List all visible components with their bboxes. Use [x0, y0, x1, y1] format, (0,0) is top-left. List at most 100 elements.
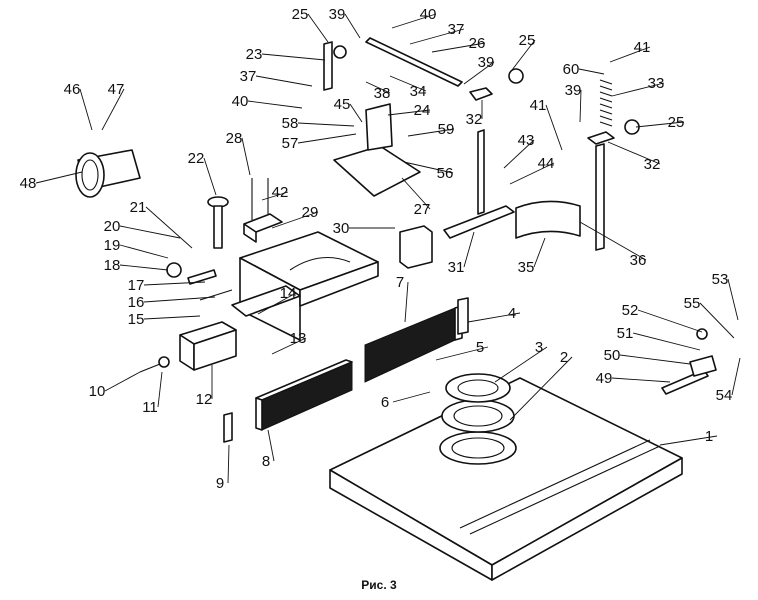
part-dust-hood: [75, 149, 141, 198]
callout-47: 47: [101, 81, 125, 131]
callout-51: 51: [617, 325, 701, 351]
callout-number: 45: [334, 96, 351, 113]
leader-line: [467, 312, 521, 323]
callout-number: 7: [396, 274, 404, 291]
leader-line: [511, 39, 536, 71]
part-carriage: [231, 231, 379, 341]
callout-23: 23: [246, 46, 326, 63]
callout-number: 11: [142, 399, 158, 416]
callout-number: 18: [104, 257, 121, 274]
leader-line: [119, 244, 169, 259]
callout-49: 49: [596, 370, 671, 387]
leader-line: [261, 191, 289, 201]
callout-32: 32: [466, 100, 483, 128]
callout-18: 18: [104, 257, 169, 274]
callout-number: 32: [644, 156, 661, 173]
part-pin: [223, 412, 233, 443]
callout-54: 54: [716, 357, 741, 404]
callout-number: 51: [617, 325, 634, 342]
callout-number: 59: [438, 121, 455, 138]
callout-number: 2: [560, 349, 568, 366]
leader-line: [579, 89, 582, 123]
callout-20: 20: [104, 218, 181, 239]
callout-number: 55: [684, 295, 701, 312]
callout-22: 22: [188, 150, 217, 196]
leader-line: [731, 357, 741, 396]
callout-number: 17: [128, 277, 145, 294]
leader-line: [203, 157, 217, 196]
callout-3: 3: [494, 339, 548, 383]
callout-11: 11: [142, 371, 163, 416]
callout-10: 10: [89, 371, 141, 400]
callout-number: 49: [596, 370, 613, 387]
leader-line: [407, 128, 455, 137]
part-upper-guard: [333, 103, 421, 197]
leader-line: [401, 177, 431, 210]
part-table-plate: [329, 377, 683, 581]
callout-58: 58: [282, 115, 355, 132]
callout-56: 56: [403, 161, 453, 182]
callout-number: 25: [292, 6, 309, 23]
leader-line: [365, 81, 391, 94]
leader-line: [463, 61, 495, 85]
leader-line: [119, 225, 181, 239]
callout-number: 9: [216, 475, 224, 492]
leader-line: [143, 281, 206, 286]
callout-number: 40: [420, 6, 437, 23]
leader-line: [619, 354, 691, 365]
callout-number: 27: [414, 201, 431, 218]
callout-60: 60: [563, 61, 605, 78]
figure-caption: Рис. 3: [361, 578, 397, 592]
callout-number: 57: [282, 135, 299, 152]
part-bar: [365, 37, 463, 87]
leader-line: [494, 346, 548, 383]
leader-line: [435, 346, 489, 361]
callout-33: 33: [611, 75, 664, 97]
part-clamp-block: [179, 321, 237, 371]
leader-line: [267, 429, 275, 462]
callout-number: 35: [518, 259, 535, 276]
leader-line: [391, 13, 437, 29]
leader-line: [344, 13, 361, 39]
callout-number: 38: [374, 85, 391, 102]
callout-number: 48: [20, 175, 37, 192]
callout-40: 40: [232, 93, 303, 110]
callout-14: 14: [257, 285, 296, 315]
leader-line: [509, 356, 573, 421]
callout-42: 42: [261, 184, 289, 201]
callout-45: 45: [334, 96, 363, 123]
leader-line: [637, 309, 703, 333]
leader-line: [261, 53, 326, 61]
leader-line: [349, 103, 363, 123]
leader-line: [119, 264, 169, 271]
callout-number: 25: [519, 32, 536, 49]
callout-number: 31: [448, 259, 465, 276]
leader-line: [307, 13, 329, 43]
part-fence-right: [364, 297, 469, 383]
callout-21: 21: [130, 199, 193, 249]
callout-number: 41: [530, 97, 547, 114]
leader-line: [635, 121, 685, 128]
callout-43: 43: [503, 132, 534, 169]
leader-line: [579, 221, 647, 261]
callout-number: 12: [196, 391, 213, 408]
callout-number: 19: [104, 237, 121, 254]
callout-number: 36: [630, 252, 647, 269]
callout-number: 22: [188, 150, 205, 167]
callout-38: 38: [365, 81, 391, 102]
leader-line: [79, 88, 93, 131]
callout-59: 59: [407, 121, 455, 138]
leader-line: [699, 302, 735, 339]
callout-17: 17: [128, 277, 206, 294]
callout-26: 26: [431, 35, 486, 53]
callout-50: 50: [604, 347, 691, 365]
callout-52: 52: [622, 302, 703, 333]
leader-line: [431, 42, 486, 53]
callout-number: 53: [712, 271, 729, 288]
callout-number: 13: [290, 330, 307, 347]
callout-57: 57: [282, 133, 357, 152]
callout-6: 6: [381, 391, 431, 411]
callout-27: 27: [401, 177, 431, 218]
callout-number: 50: [604, 347, 621, 364]
